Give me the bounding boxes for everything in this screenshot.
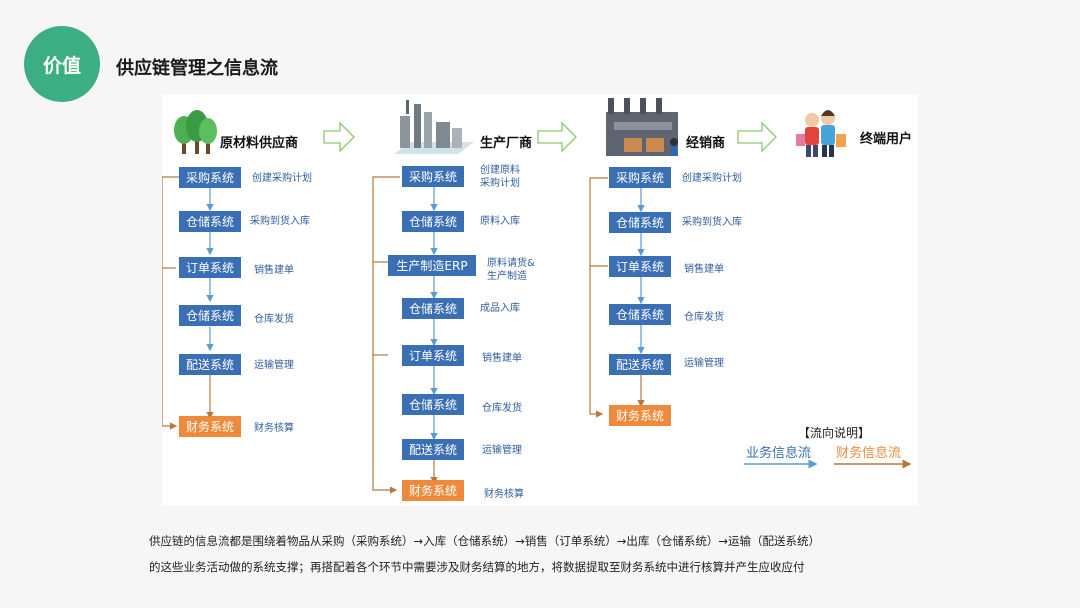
warehouse-icon [606, 98, 678, 156]
stage-icons [174, 98, 846, 157]
manufacturer-note-6: 仓库发货 [482, 403, 522, 414]
supplier-delivery-system: 配送系统 [179, 354, 241, 375]
footer-line-1: 供应链的信息流都是围绕着物品从采购（采购系统）→入库（仓储系统）→销售（订单系统… [149, 534, 821, 548]
distributor-order-system: 订单系统 [609, 256, 671, 277]
distributor-note-5: 运输管理 [684, 358, 724, 369]
manufacturer-note-2: 原料入库 [480, 216, 520, 227]
footer-description: 供应链的信息流都是围绕着物品从采购（采购系统）→入库（仓储系统）→销售（订单系统… [149, 528, 949, 580]
supplier-note-1: 创建采购计划 [252, 173, 312, 184]
stage-arrows [323, 121, 777, 153]
distributor-note-2: 采购到货入库 [682, 217, 742, 228]
distributor-note-1: 创建采购计划 [682, 173, 742, 184]
factory-icon [394, 100, 474, 154]
finance-flow-lines [162, 176, 645, 494]
distributor-delivery-system: 配送系统 [609, 354, 671, 375]
manufacturer-warehouse-system-3: 仓储系统 [402, 394, 464, 415]
stage-label-supplier: 原材料供应商 [220, 136, 299, 151]
supplier-purchase-system: 采购系统 [179, 167, 241, 188]
distributor-note-3: 销售建单 [684, 264, 724, 275]
manufacturer-note-4: 成品入库 [480, 303, 520, 314]
manufacturer-note-8: 财务核算 [484, 489, 524, 500]
supplier-note-3: 销售建单 [254, 265, 294, 276]
distributor-purchase-system: 采购系统 [609, 167, 671, 188]
stage-label-distributor: 经销商 [686, 136, 726, 151]
manufacturer-note-1: 创建原料 采购计划 [480, 165, 520, 189]
supplier-order-system: 订单系统 [179, 257, 241, 278]
page-title: 供应链管理之信息流 [116, 58, 278, 79]
supplier-note-4: 仓库发货 [254, 314, 294, 325]
manufacturer-erp-system: 生产制造ERP [388, 255, 476, 276]
business-flow-lines [206, 187, 645, 441]
supplier-finance-system: 财务系统 [179, 416, 241, 437]
manufacturer-order-system: 订单系统 [402, 345, 464, 366]
legend-lines [744, 459, 912, 469]
distributor-warehouse-system-2: 仓储系统 [609, 304, 671, 325]
value-badge: 价值 [24, 26, 100, 102]
consumers-icon [796, 110, 846, 157]
distributor-note-4: 仓库发货 [684, 312, 724, 323]
distributor-finance-system: 财务系统 [609, 405, 671, 426]
manufacturer-note-7: 运输管理 [482, 445, 522, 456]
manufacturer-finance-system: 财务系统 [402, 480, 464, 501]
legend-title: 【流向说明】 [798, 426, 871, 440]
legend-finance-flow: 财务信息流 [836, 446, 902, 461]
manufacturer-note-3: 原料请货& 生产制造 [487, 258, 535, 282]
flow-connectors [162, 176, 645, 494]
supplier-warehouse-system: 仓储系统 [179, 211, 241, 232]
manufacturer-delivery-system: 配送系统 [402, 439, 464, 460]
supplier-note-2: 采购到货入库 [250, 216, 310, 227]
stage-label-manufacturer: 生产厂商 [480, 136, 533, 151]
footer-line-2: 的这些业务活动做的系统支撑；再搭配着各个环节中需要涉及财务结算的地方，将数据提取… [149, 560, 805, 574]
manufacturer-purchase-system: 采购系统 [402, 166, 464, 187]
stage-label-end-user: 终端用户 [860, 132, 913, 147]
trees-icon [174, 110, 217, 154]
supplier-note-5: 运输管理 [254, 360, 294, 371]
manufacturer-note-5: 销售建单 [482, 353, 522, 364]
supplier-warehouse-system-2: 仓储系统 [179, 305, 241, 326]
distributor-warehouse-system: 仓储系统 [609, 212, 671, 233]
flow-diagram: 原材料供应商 生产厂商 经销商 终端用户 [162, 94, 918, 506]
manufacturer-warehouse-system-2: 仓储系统 [402, 298, 464, 319]
legend-business-flow: 业务信息流 [746, 446, 812, 461]
manufacturer-warehouse-system: 仓储系统 [402, 211, 464, 232]
supplier-note-6: 财务核算 [254, 423, 294, 434]
